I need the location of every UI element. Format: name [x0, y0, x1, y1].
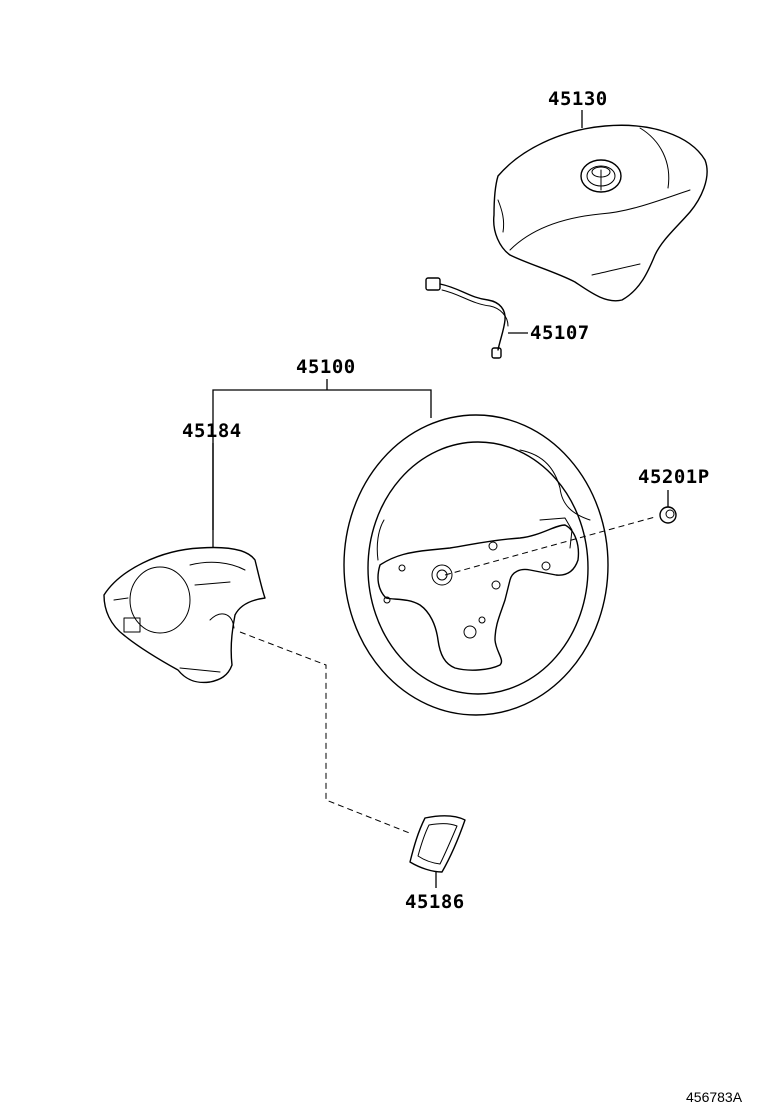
- nut-axis-line: [444, 516, 656, 576]
- bezel-guide-line: [239, 631, 413, 835]
- part-label-45186: 45186: [405, 891, 465, 913]
- steering-wheel-drawing[interactable]: [343, 414, 609, 716]
- diagram-id: 456783A: [686, 1089, 743, 1105]
- bracket-45100: [212, 389, 432, 530]
- part-label-45107: 45107: [530, 322, 590, 344]
- airbag-pad-drawing[interactable]: [493, 124, 708, 302]
- toyota-emblem-icon: [580, 159, 622, 193]
- part-label-45201P: 45201P: [638, 466, 710, 488]
- part-label-45100: 45100: [296, 356, 356, 378]
- lower-cover-drawing[interactable]: [103, 546, 266, 684]
- part-label-45130: 45130: [548, 88, 608, 110]
- spiral-cable-drawing[interactable]: [425, 277, 509, 359]
- nut-drawing[interactable]: [659, 506, 677, 524]
- part-label-45184: 45184: [182, 420, 242, 442]
- switch-bezel-drawing[interactable]: [409, 815, 466, 873]
